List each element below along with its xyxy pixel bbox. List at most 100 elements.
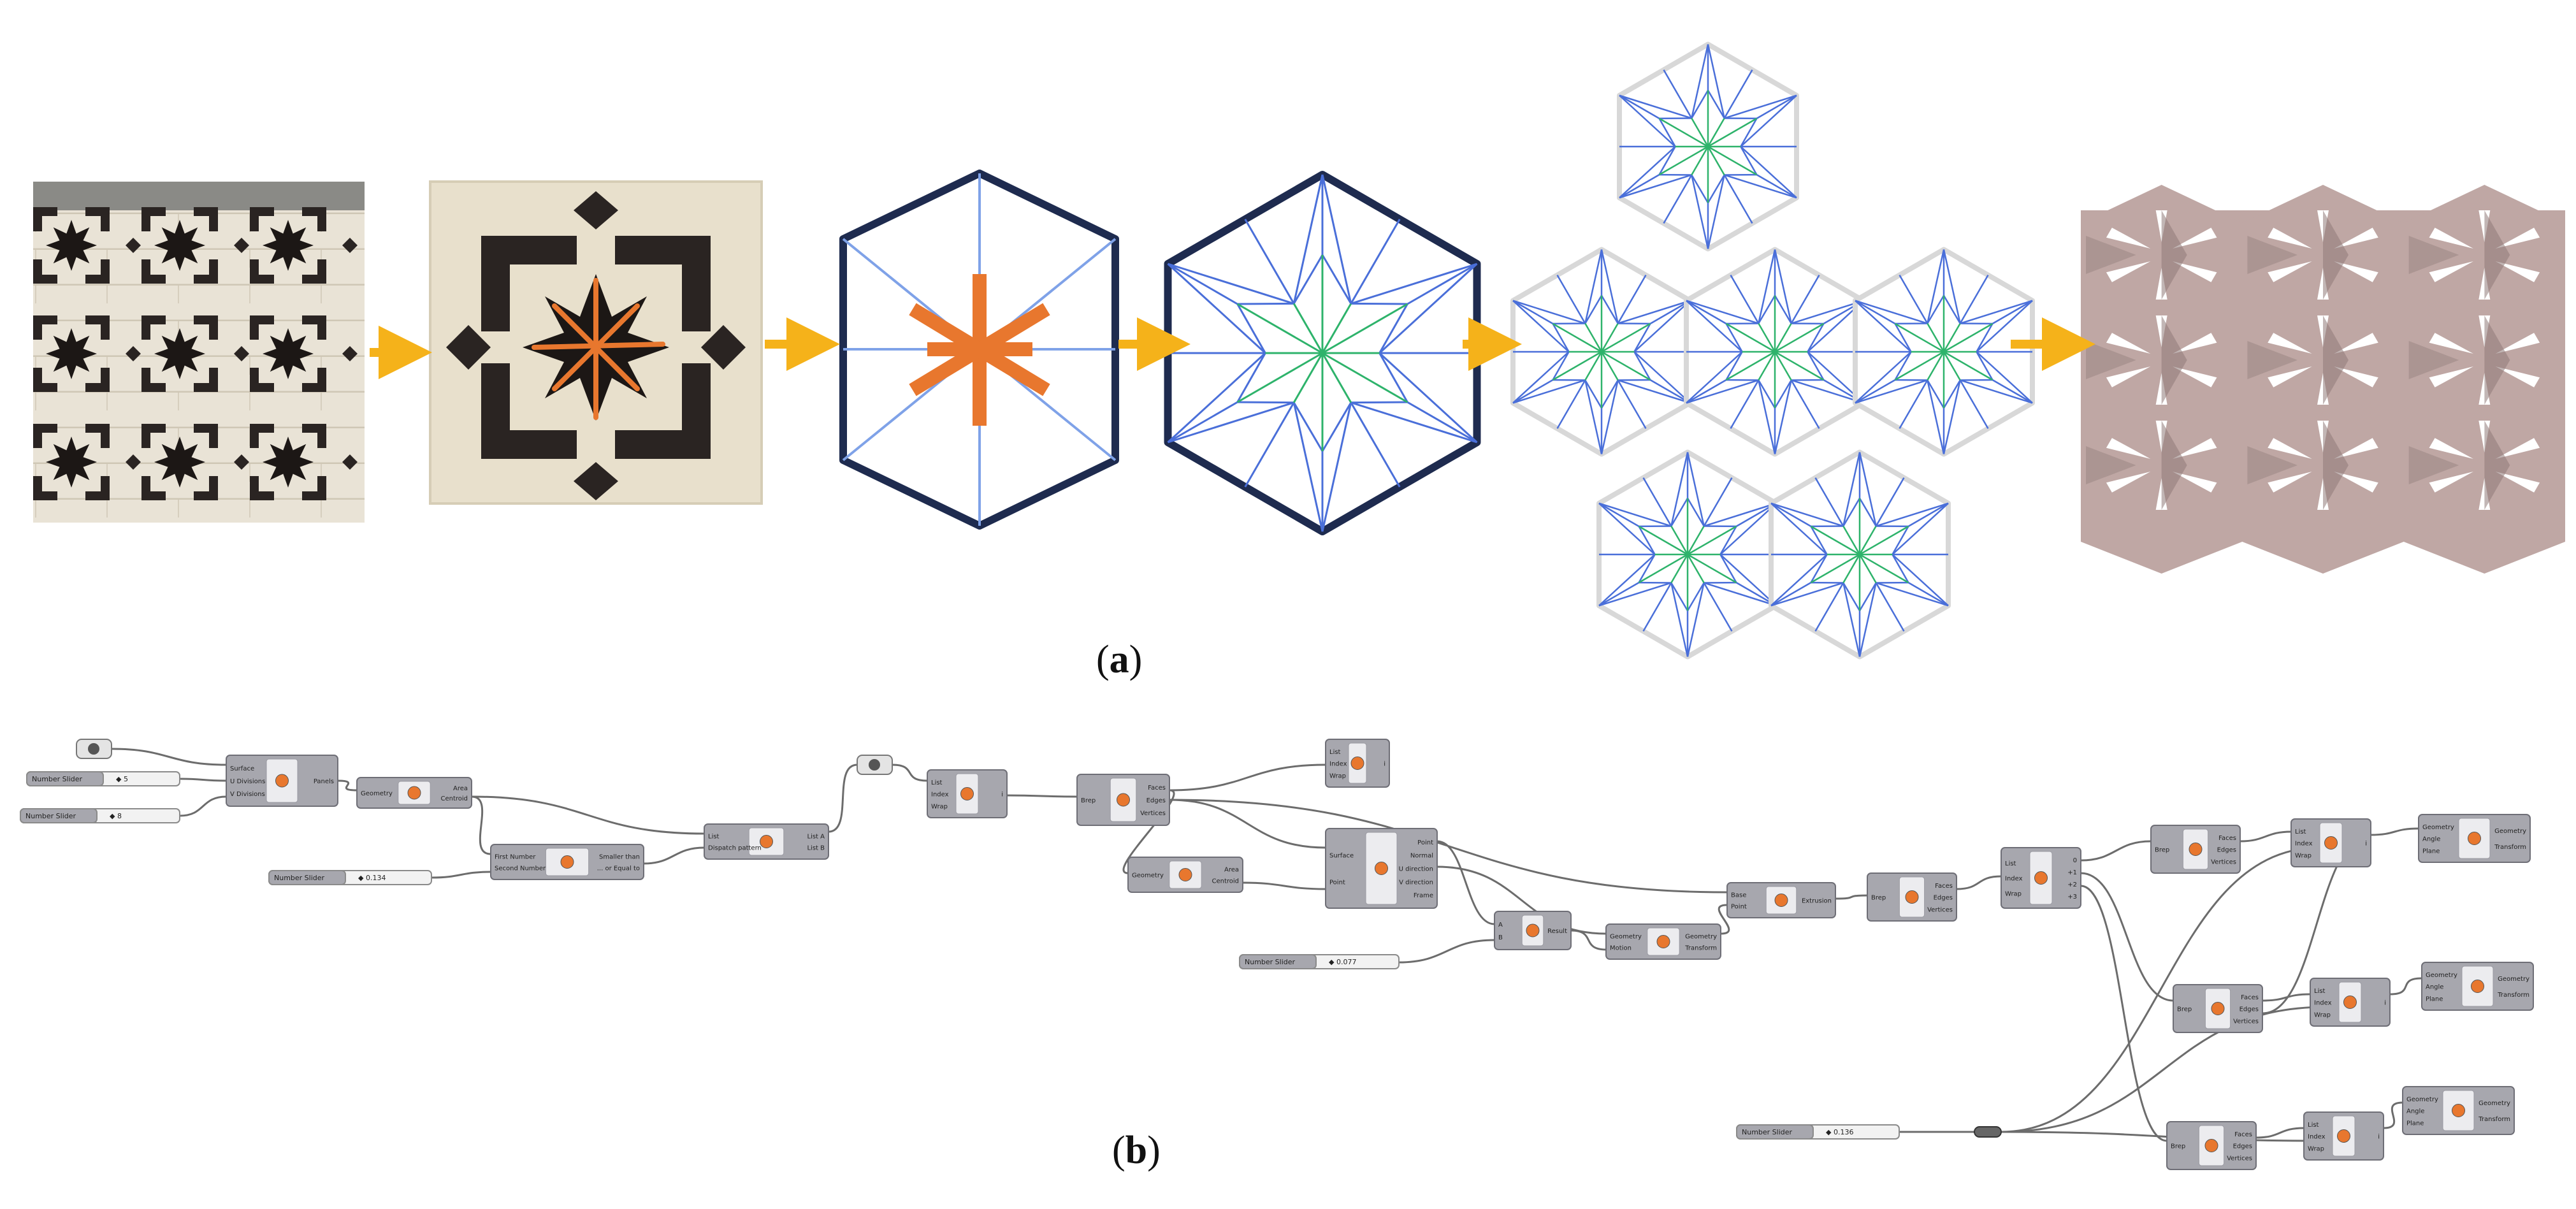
svg-text:0: 0 <box>2073 857 2077 864</box>
svg-text:List: List <box>708 833 720 840</box>
svg-text:Vertices: Vertices <box>1927 906 1953 913</box>
svg-text:Geometry: Geometry <box>361 790 393 797</box>
svg-text:Geometry: Geometry <box>2478 1100 2510 1107</box>
svg-text:List: List <box>2308 1122 2319 1129</box>
svg-text:List: List <box>931 779 943 786</box>
svg-text:List: List <box>2295 829 2306 836</box>
screen-tile <box>33 315 141 392</box>
svg-text:Wrap: Wrap <box>1329 772 1346 779</box>
hex-orange-star <box>839 170 1119 530</box>
number-slider[interactable]: Number Slider◆ 5 <box>26 771 180 786</box>
svg-text:◆ 0.136: ◆ 0.136 <box>1826 1128 1853 1136</box>
svg-text:V Divisions: V Divisions <box>230 791 265 798</box>
gh-relay[interactable] <box>1974 1126 2002 1138</box>
number-slider[interactable]: Number Slider◆ 0.077 <box>1239 954 1400 969</box>
svg-text:Geometry: Geometry <box>2494 828 2526 835</box>
svg-text:B: B <box>1498 934 1503 941</box>
svg-text:Surface: Surface <box>1329 853 1354 860</box>
caption-part-a: (a) <box>1096 638 1143 681</box>
svg-text:A: A <box>1498 922 1503 929</box>
svg-text:Vertices: Vertices <box>2211 858 2236 865</box>
svg-text:Second Number: Second Number <box>495 865 546 872</box>
gh-amplitude[interactable]: AB Result <box>1494 911 1572 950</box>
screen-tile <box>250 424 358 500</box>
svg-text:... or Equal to: ... or Equal to <box>597 865 640 872</box>
svg-text:Index: Index <box>2295 841 2313 848</box>
svg-text:Index: Index <box>931 792 949 799</box>
svg-text:Transform: Transform <box>1684 945 1717 952</box>
star-hex-cell <box>1510 247 1693 457</box>
svg-text:Index: Index <box>2005 876 2023 883</box>
svg-text:List A: List A <box>807 833 825 840</box>
svg-text:Motion: Motion <box>1610 945 1632 952</box>
svg-text:Surface: Surface <box>230 765 254 772</box>
gh-toggle[interactable] <box>76 739 112 759</box>
svg-text:Number Slider: Number Slider <box>274 874 325 882</box>
svg-text:Vertices: Vertices <box>2233 1018 2259 1025</box>
svg-text:Angle: Angle <box>2426 984 2443 991</box>
svg-text:Index: Index <box>2314 1000 2332 1007</box>
svg-text:Panels: Panels <box>314 778 334 785</box>
number-slider[interactable]: Number Slider◆ 0.134 <box>268 870 432 885</box>
svg-text:Number Slider: Number Slider <box>1245 958 1296 966</box>
process-arrows <box>370 317 2095 379</box>
caption-part-b: (b) <box>1112 1129 1161 1172</box>
svg-text:Area: Area <box>1224 866 1239 873</box>
screen-tile <box>250 315 358 392</box>
number-slider[interactable]: Number Slider◆ 8 <box>20 808 180 823</box>
hex-star-pattern <box>1164 171 1481 535</box>
svg-text:First Number: First Number <box>495 853 536 860</box>
svg-text:Brep: Brep <box>2171 1143 2185 1150</box>
svg-text:Angle: Angle <box>2406 1108 2424 1115</box>
svg-text:i: i <box>2384 1000 2386 1007</box>
svg-text:Edges: Edges <box>1934 895 1953 902</box>
number-slider[interactable]: Number Slider◆ 0.136 <box>1736 1124 1900 1140</box>
screen-tile <box>141 424 249 500</box>
svg-text:Vertices: Vertices <box>1140 810 1166 817</box>
svg-text:+1: +1 <box>2067 869 2077 876</box>
svg-text:Base: Base <box>1731 892 1746 899</box>
svg-text:Result: Result <box>1547 928 1567 935</box>
svg-text:Wrap: Wrap <box>2295 852 2312 859</box>
gh-toggle[interactable] <box>857 755 893 775</box>
svg-text:i: i <box>1001 792 1003 799</box>
star-hex-cell <box>1769 449 1951 660</box>
photo-tile-closeup <box>429 180 763 505</box>
gh-definition: Number Slider◆ 5 Number Slider◆ 8 Number S… <box>20 739 2534 1170</box>
svg-text:i: i <box>2365 841 2367 848</box>
svg-text:Wrap: Wrap <box>2308 1145 2324 1152</box>
svg-text:Faces: Faces <box>1148 785 1166 792</box>
svg-text:Extrusion: Extrusion <box>1802 898 1832 905</box>
svg-text:Wrap: Wrap <box>2314 1011 2331 1018</box>
svg-text:i: i <box>1384 761 1386 768</box>
svg-text:List: List <box>1329 749 1341 756</box>
svg-text:Faces: Faces <box>1935 883 1953 890</box>
svg-text:Faces: Faces <box>2241 994 2259 1001</box>
svg-text:Plane: Plane <box>2406 1120 2424 1127</box>
svg-text:Index: Index <box>2308 1134 2326 1141</box>
screen-tile <box>250 207 358 284</box>
